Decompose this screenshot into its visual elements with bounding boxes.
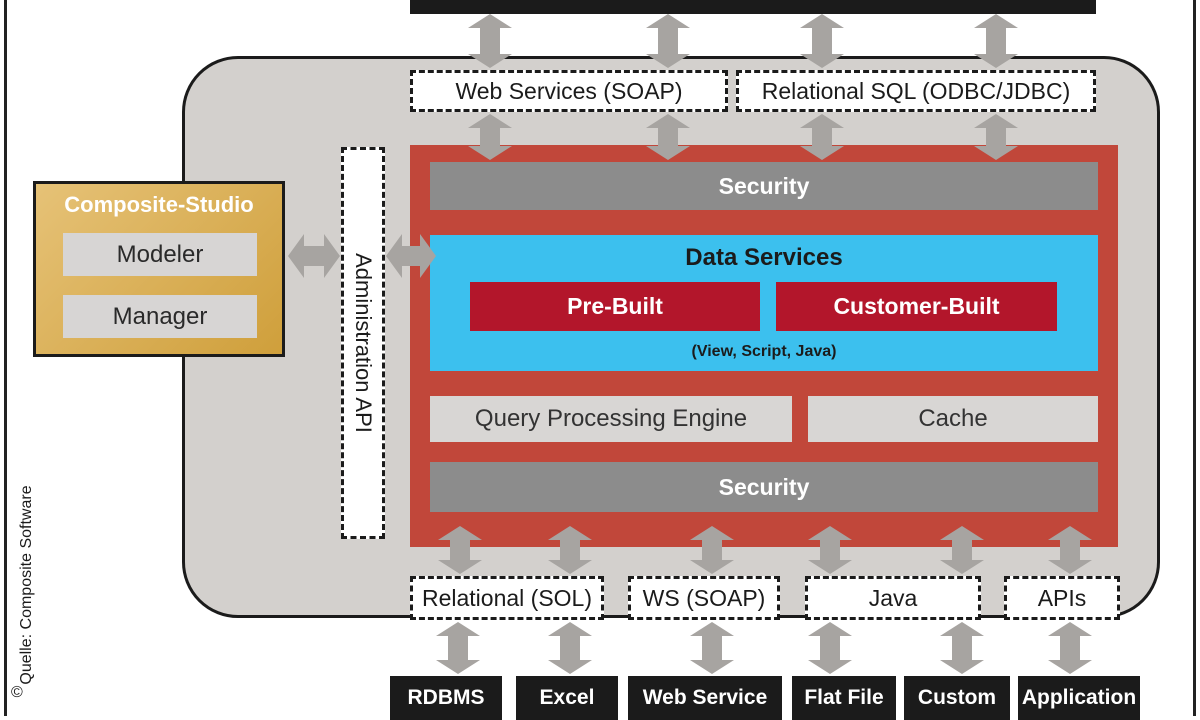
manager-block: Manager — [63, 295, 257, 338]
source-rdbms-label: RDBMS — [407, 686, 485, 709]
adapter-apis-label: APIs — [1037, 584, 1087, 611]
adapter-java-box: Java — [805, 576, 981, 620]
web-services-soap-box: Web Services (SOAP) — [410, 70, 728, 112]
cache-label: Cache — [918, 405, 988, 432]
modeler-block: Modeler — [63, 233, 257, 276]
query-processing-engine-block: Query Processing Engine — [430, 396, 792, 442]
arrow-bottom-up-3 — [808, 526, 852, 574]
web-services-soap-label: Web Services (SOAP) — [455, 77, 683, 104]
relational-sql-label: Relational SQL (ODBC/JDBC) — [761, 77, 1071, 104]
pre-built-label: Pre-Built — [567, 293, 663, 319]
relational-sql-box: Relational SQL (ODBC/JDBC) — [736, 70, 1096, 112]
data-services-title: Data Services — [685, 244, 843, 271]
arrow-admin-core — [386, 234, 436, 278]
source-credit: Quelle: Composite Software — [18, 485, 35, 685]
modeler-label: Modeler — [116, 240, 204, 268]
arrow-top-down-0 — [468, 114, 512, 160]
arrow-bottom-up-0 — [438, 526, 482, 574]
source-web-service: Web Service — [628, 676, 782, 720]
adapter-relational-box: Relational (SOL) — [410, 576, 604, 620]
copyright-symbol: © — [11, 684, 23, 701]
arrow-top-up-3 — [974, 14, 1018, 68]
security-bottom-label: Security — [718, 473, 810, 500]
security-top-label: Security — [718, 172, 810, 199]
query-processing-engine-label: Query Processing Engine — [474, 405, 748, 432]
arrow-top-up-2 — [800, 14, 844, 68]
source-application: Application — [1018, 676, 1140, 720]
pre-built-block: Pre-Built — [470, 282, 760, 331]
adapter-apis-box: APIs — [1004, 576, 1120, 620]
arrow-top-down-3 — [974, 114, 1018, 160]
top-applications-bar — [410, 0, 1096, 14]
source-excel-label: Excel — [539, 686, 595, 709]
arrow-bottom-up-4 — [940, 526, 984, 574]
source-flat-file: Flat File — [792, 676, 896, 720]
source-excel: Excel — [516, 676, 618, 720]
source-custom: Custom — [904, 676, 1010, 720]
arrow-bottom-down-5 — [1048, 622, 1092, 674]
source-custom-label: Custom — [917, 686, 997, 709]
adapter-relational-label: Relational (SOL) — [421, 584, 593, 611]
source-application-label: Application — [1021, 686, 1137, 709]
administration-api-box — [341, 147, 385, 539]
arrow-top-up-1 — [646, 14, 690, 68]
adapter-ws-soap-box: WS (SOAP) — [628, 576, 780, 620]
arrow-bottom-up-5 — [1048, 526, 1092, 574]
arrow-top-down-2 — [800, 114, 844, 160]
arrow-top-down-1 — [646, 114, 690, 160]
arrow-bottom-down-4 — [940, 622, 984, 674]
arrow-bottom-down-1 — [548, 622, 592, 674]
source-rdbms: RDBMS — [390, 676, 502, 720]
composite-studio-title: Composite-Studio — [64, 192, 254, 217]
manager-label: Manager — [112, 302, 208, 330]
customer-built-block: Customer-Built — [776, 282, 1057, 331]
source-web-service-label: Web Service — [642, 686, 768, 709]
arrow-bottom-down-2 — [690, 622, 734, 674]
adapter-java-label: Java — [868, 584, 918, 611]
arrow-bottom-up-2 — [690, 526, 734, 574]
outer-frame — [4, 0, 1196, 716]
source-flat-file-label: Flat File — [804, 686, 884, 709]
arrow-bottom-down-0 — [436, 622, 480, 674]
arrow-bottom-down-3 — [808, 622, 852, 674]
arrow-bottom-up-1 — [548, 526, 592, 574]
arrow-studio-admin — [288, 234, 340, 278]
data-services-note: (View, Script, Java) — [691, 343, 837, 360]
customer-built-label: Customer-Built — [833, 293, 1000, 319]
cache-block: Cache — [808, 396, 1098, 442]
security-top-bar: Security — [430, 162, 1098, 210]
composite-studio-panel: Composite-Studio Modeler Manager — [33, 181, 285, 357]
arrow-top-up-0 — [468, 14, 512, 68]
security-bottom-bar: Security — [430, 462, 1098, 512]
adapter-ws-soap-label: WS (SOAP) — [642, 584, 766, 611]
